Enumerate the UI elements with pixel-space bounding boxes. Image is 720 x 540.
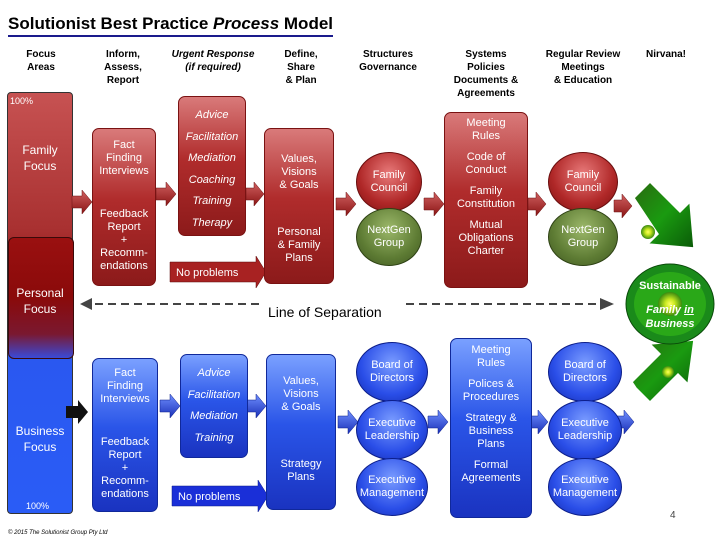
family-arrow-7 xyxy=(613,193,633,219)
line-of-separation-label: Line of Separation xyxy=(268,304,382,320)
business-arrow-1 xyxy=(66,400,88,424)
family-arrow-5 xyxy=(423,191,445,217)
business-urgent-training: Training xyxy=(194,431,234,444)
business-arrow-5 xyxy=(427,409,449,435)
business-no-problems-arrow xyxy=(171,479,269,513)
family-arrow-3 xyxy=(245,181,265,207)
slide-title: Solutionist Best Practice Process Model xyxy=(8,14,334,37)
business-urgent-box: Advice Facilitation Mediation Training xyxy=(180,354,248,458)
business-no-problems-label: No problems xyxy=(178,491,241,503)
copyright: © 2015 The Solutionist Group Pty Ltd xyxy=(8,530,108,536)
business-arrow-2 xyxy=(159,393,181,419)
family-urgent-facilitation: Facilitation xyxy=(185,130,239,143)
family-urgent-mediation: Mediation xyxy=(188,152,236,164)
family-urgent-coaching: Coaching xyxy=(188,173,236,186)
business-arrow-4 xyxy=(337,409,359,435)
family-urgent-advice: Advice xyxy=(195,109,229,121)
column-header-inform: Inform,Assess,Report xyxy=(104,49,142,86)
nirvana-arrow-down xyxy=(633,180,695,249)
family-no-problems-arrow xyxy=(169,255,267,289)
family-arrow-2 xyxy=(155,181,177,207)
family-urgent-training: Training xyxy=(192,195,232,207)
family-urgent-therapy: Therapy xyxy=(191,216,233,229)
column-header-nirvana: Nirvana! xyxy=(645,49,686,60)
column-header-define: Define,Share& Plan xyxy=(284,49,318,86)
business-arrow-6 xyxy=(529,409,549,435)
nirvana-label: Sustainable Family in Business xyxy=(639,280,701,330)
business-urgent-facilitation: Facilitation xyxy=(187,388,241,401)
page-number: 4 xyxy=(670,510,676,521)
family-arrow-1 xyxy=(71,189,93,215)
family-arrow-4 xyxy=(335,191,357,217)
column-header-urgent: Urgent Response(if required) xyxy=(171,49,255,73)
business-urgent-mediation: Mediation xyxy=(190,410,238,422)
family-arrow-6 xyxy=(527,191,547,217)
focus-top-percent: 100% xyxy=(10,96,34,106)
personal-focus-band xyxy=(8,237,74,359)
business-urgent-advice: Advice xyxy=(197,367,231,379)
family-no-problems-label: No problems xyxy=(176,267,239,279)
family-urgent-box: Advice Facilitation Mediation Coaching T… xyxy=(178,96,246,236)
focus-bottom-percent: 100% xyxy=(26,501,50,511)
business-arrow-3 xyxy=(245,393,267,419)
